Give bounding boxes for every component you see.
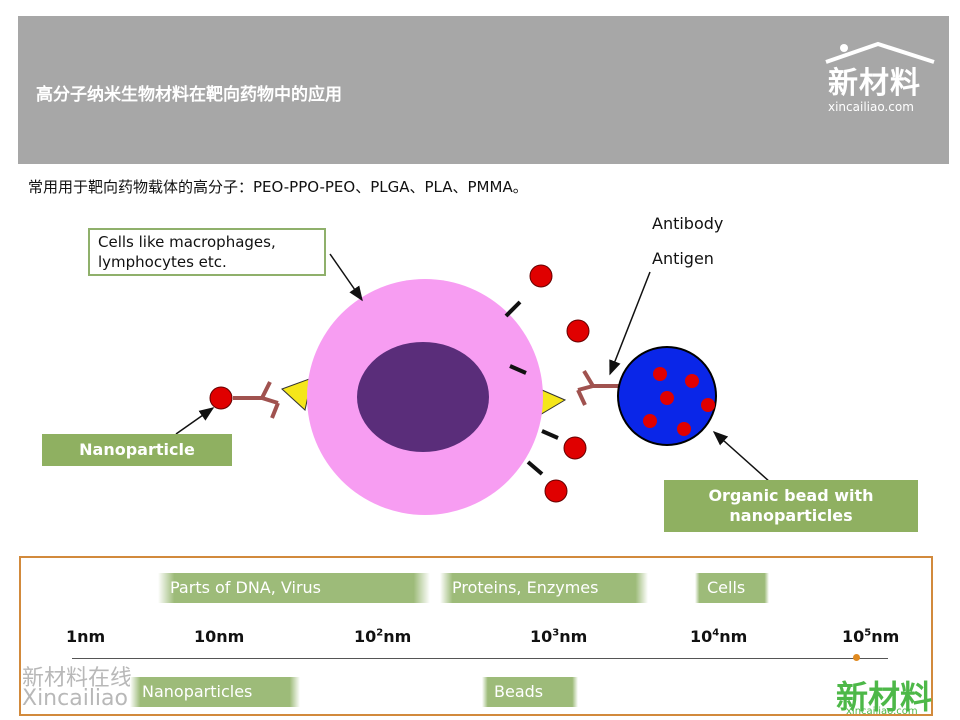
scale-axis-marker (853, 654, 860, 661)
size-scale-frame (19, 556, 933, 716)
brand-logo: 新材料 (828, 66, 921, 101)
scale-bar-beads: Beads (482, 677, 578, 707)
arrow-nanoparticle (175, 407, 215, 435)
scale-bar-proteins: Proteins, Enzymes (440, 573, 648, 603)
antibody-right (576, 369, 620, 406)
house-roof-icon (825, 41, 935, 64)
nanoparticle (209, 386, 233, 410)
brand-url: xincailiao.com (828, 100, 914, 114)
tick-10e5nm: 105nm (842, 627, 900, 646)
label-antigen: Antigen (652, 249, 714, 268)
bead-nanoparticle (677, 422, 691, 436)
corner-brand-logo: 新材料 (836, 678, 933, 716)
header-banner (18, 16, 949, 164)
callout-cells: Cells like macrophages, lymphocytes etc. (88, 228, 326, 276)
nanoparticle (544, 479, 568, 503)
antibody-left (233, 381, 280, 419)
watermark-cn: 新材料在线 (22, 666, 133, 691)
tick-10e4nm: 104nm (690, 627, 748, 646)
scale-bar-dna-virus: Parts of DNA, Virus (158, 573, 430, 603)
receptor-dash (509, 364, 527, 375)
bead-nanoparticle (653, 367, 667, 381)
scale-bar-cells: Cells (695, 573, 769, 603)
watermark-en: Xincailiao (22, 686, 128, 711)
nanoparticle (529, 264, 553, 288)
bead-nanoparticle (660, 391, 674, 405)
label-organic-bead: Organic bead with nanoparticles (664, 480, 918, 532)
bead-nanoparticle (701, 398, 715, 412)
nanoparticle (563, 436, 587, 460)
label-antibody: Antibody (652, 214, 724, 233)
corner-brand-url: xincailiao.com (846, 706, 918, 717)
arrow-antigen (609, 271, 651, 376)
tick-10e2nm: 102nm (354, 627, 412, 646)
receptor-dash (541, 429, 559, 440)
tick-1nm: 1nm (66, 627, 106, 646)
arrow-cells (329, 253, 363, 302)
tick-10nm: 10nm (194, 627, 245, 646)
receptor-dash (526, 460, 544, 476)
bead-nanoparticle (643, 414, 657, 428)
cell-nucleus (357, 342, 489, 452)
scale-axis-line (72, 658, 888, 659)
subtitle: 常用用于靶向药物载体的高分子：PEO-PPO-PEO、PLGA、PLA、PMMA… (28, 178, 528, 196)
nanoparticle (566, 319, 590, 343)
receptor-dash (504, 300, 522, 318)
label-nanoparticle: Nanoparticle (42, 434, 232, 466)
page-title: 高分子纳米生物材料在靶向药物中的应用 (36, 85, 342, 105)
arrow-bead (712, 431, 771, 483)
bead-nanoparticle (685, 374, 699, 388)
scale-bar-nanoparticles: Nanoparticles (130, 677, 300, 707)
tick-10e3nm: 103nm (530, 627, 588, 646)
